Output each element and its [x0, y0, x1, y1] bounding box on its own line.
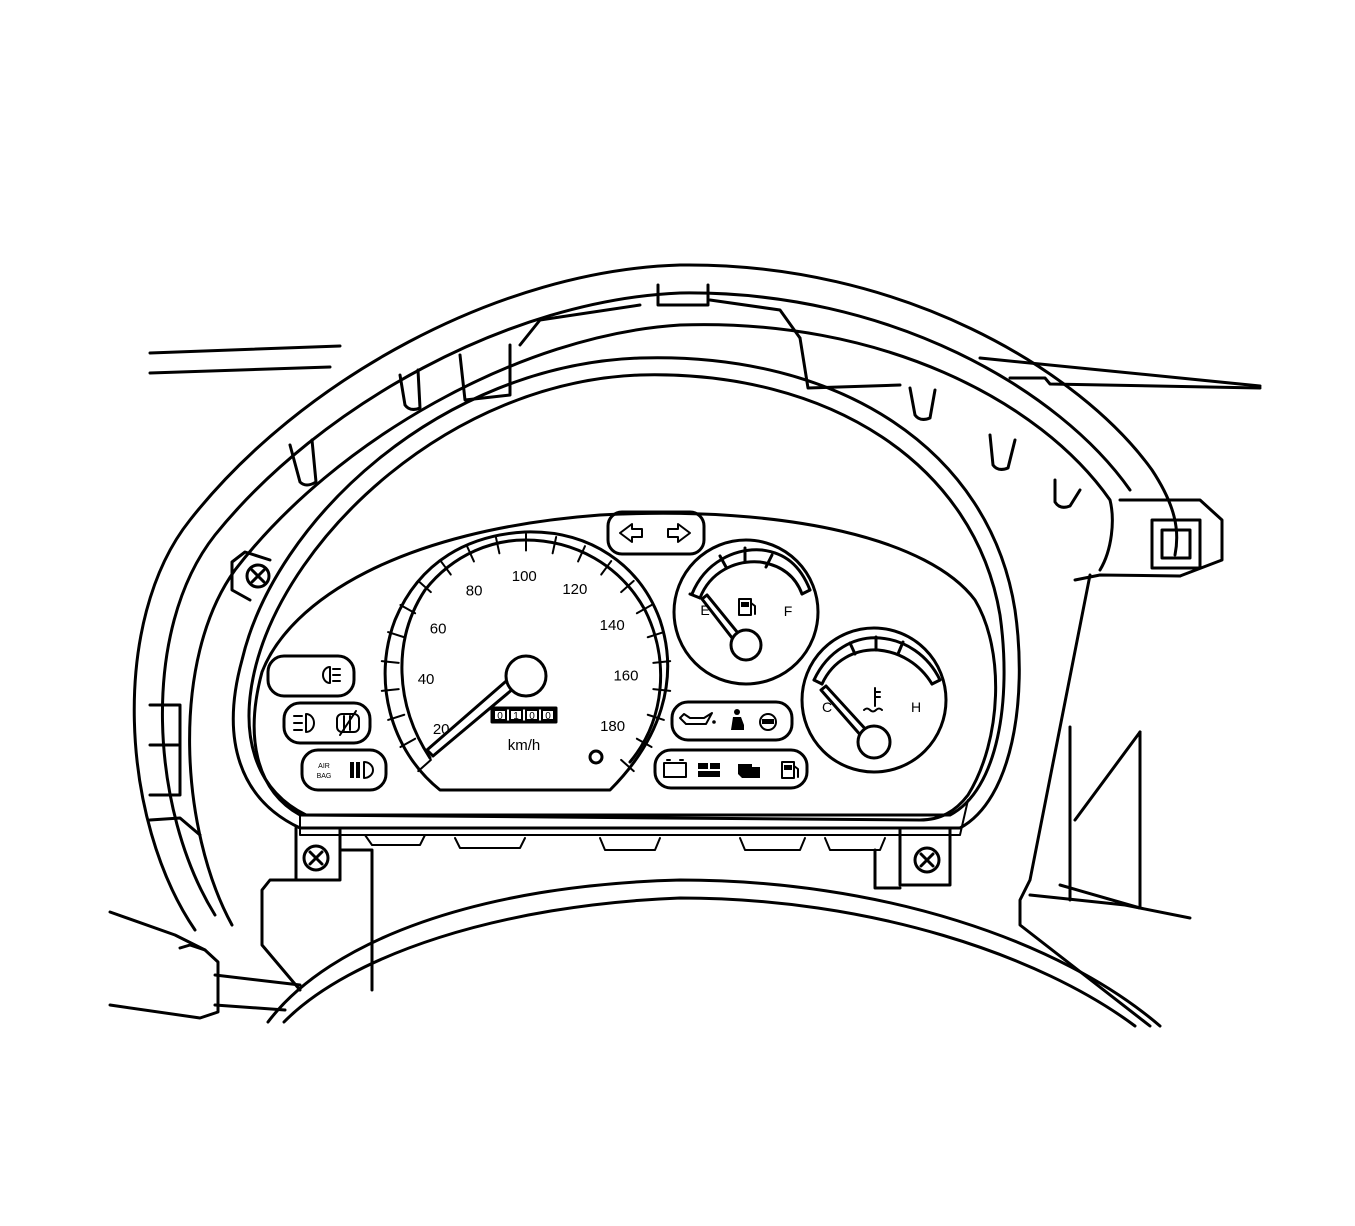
- cluster-bezel: [231, 356, 1021, 992]
- odometer-digit-cell: [493, 709, 507, 721]
- screw-bottom-right: [913, 846, 941, 874]
- steering-shroud: [266, 878, 1162, 1028]
- screw-bottom-left: [302, 844, 330, 872]
- brake-warning-icon: [759, 713, 777, 731]
- speedometer-tick: [620, 579, 635, 594]
- seatbelt-icon: [731, 709, 744, 730]
- speedometer-tick: [652, 660, 672, 664]
- speedometer-tick: [652, 688, 672, 692]
- speedometer-tick-ring: [380, 532, 672, 773]
- turn-signal-indicator: [606, 510, 706, 556]
- fuel-empty-label: E: [700, 602, 709, 618]
- speedometer-tick: [387, 631, 406, 639]
- speed-label: 100: [512, 568, 537, 585]
- speedometer-tick: [439, 560, 452, 576]
- speedometer-tick: [399, 603, 417, 615]
- right-indicator-cluster: [653, 700, 809, 790]
- speed-label: 160: [613, 668, 638, 685]
- low-fuel-icon: [781, 761, 799, 779]
- speedometer-tick: [635, 737, 653, 749]
- airbag-icon: AIR BAG: [317, 763, 332, 780]
- coolant-temperature-icon: [863, 687, 883, 713]
- speedometer-tick: [646, 713, 665, 721]
- fuel-full-label: F: [784, 603, 793, 619]
- temperature-gauge: C H: [800, 626, 948, 774]
- check-engine-icon: [698, 763, 720, 777]
- speed-label: 80: [466, 583, 483, 600]
- speedometer-needle: [425, 654, 548, 758]
- speedometer-tick: [399, 737, 417, 749]
- speedometer-tick: [417, 758, 432, 773]
- odometer-digit: 0: [529, 711, 535, 722]
- cluster-face: [252, 511, 998, 822]
- speedometer-tick: [551, 536, 558, 555]
- speedometer-tick: [417, 579, 432, 594]
- screw-top-left: [245, 563, 271, 589]
- odometer-digit: 0: [545, 711, 551, 722]
- front-fog-lamp-icon: [293, 713, 315, 733]
- speed-label: 180: [600, 718, 625, 735]
- odometer-digit-cell: [525, 709, 539, 721]
- speed-label: 40: [418, 671, 435, 688]
- speedometer-tick: [494, 536, 501, 555]
- speedometer-tick: [635, 603, 653, 615]
- odometer-digit: 0: [497, 711, 503, 722]
- speed-label: 120: [562, 581, 587, 598]
- right-turn-arrow-icon: [667, 523, 691, 543]
- fuel-gauge: E F: [672, 538, 820, 686]
- speedometer-unit: km/h: [508, 737, 541, 754]
- engine-icon: [738, 764, 760, 778]
- speedometer-tick: [380, 660, 400, 664]
- speedometer-tick: [600, 560, 613, 576]
- odometer-digit: 1: [513, 711, 519, 722]
- speed-label: 140: [600, 617, 625, 634]
- rear-fog-lamp-icon: [322, 666, 341, 684]
- battery-icon: [663, 759, 687, 778]
- high-beam-icon: [350, 761, 374, 779]
- speedometer-tick: [577, 545, 586, 563]
- left-indicator-cluster: AIR BAG: [266, 654, 388, 792]
- oil-pressure-icon: [679, 712, 716, 725]
- odometer-digit-cell: [509, 709, 523, 721]
- temp-cold-label: C: [822, 699, 832, 715]
- speedometer-tick: [387, 713, 406, 721]
- speedometer-tick: [380, 688, 400, 692]
- temp-hot-label: H: [911, 699, 921, 715]
- speedometer-tick: [646, 631, 665, 639]
- svg-text:BAG: BAG: [317, 773, 332, 780]
- cluster-hood: [132, 263, 1179, 932]
- dashboard-outline: [108, 344, 1262, 1028]
- defroster-icon: [336, 710, 360, 736]
- trip-reset-knob: [588, 749, 604, 765]
- speedometer-tick: [466, 545, 475, 563]
- fuel-pump-icon: [738, 598, 756, 616]
- left-turn-arrow-icon: [619, 523, 643, 543]
- temperature-needle: [819, 684, 892, 760]
- speed-label: 60: [430, 620, 447, 637]
- svg-text:AIR: AIR: [318, 763, 330, 770]
- odometer-digit-cell: [541, 709, 555, 721]
- speedometer-tick: [620, 758, 635, 773]
- fuel-needle: [700, 593, 763, 662]
